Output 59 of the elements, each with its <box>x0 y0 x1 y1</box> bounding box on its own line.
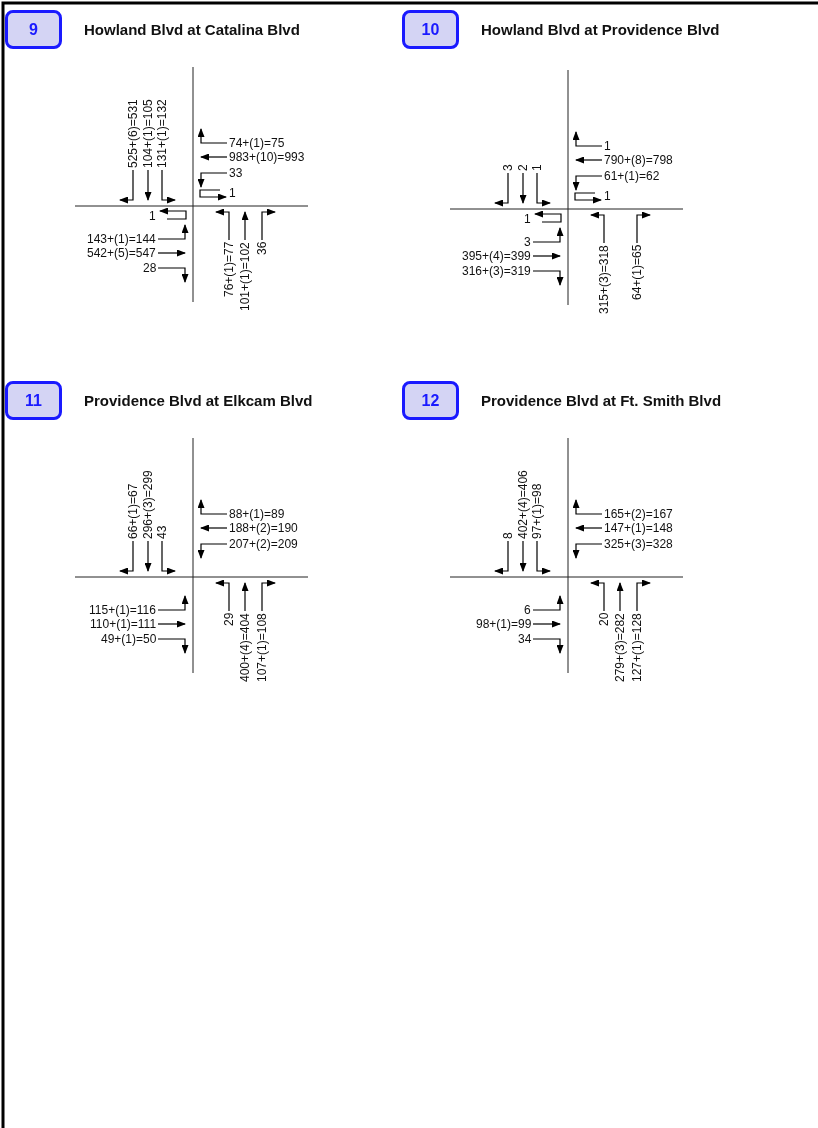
volume-count: 402+(4)=406 <box>516 470 530 539</box>
volume-count: 1 <box>524 212 531 226</box>
volume-count: 8 <box>501 532 515 539</box>
volume-count: 98+(1)=99 <box>476 617 532 631</box>
volume-count: 1 <box>604 139 611 153</box>
volume-count: 207+(2)=209 <box>229 537 298 551</box>
intersection-title: Providence Blvd at Ft. Smith Blvd <box>481 392 722 409</box>
volume-count: 110+(1)=111 <box>90 617 157 631</box>
volume-count: 790+(8)=798 <box>604 153 673 167</box>
intersection-number-badge: 11 <box>5 381 62 420</box>
volume-count: 66+(1)=67 <box>126 483 140 539</box>
volume-count: 315+(3)=318 <box>597 245 611 314</box>
volume-count: 542+(5)=547 <box>87 246 156 260</box>
volume-count: 188+(2)=190 <box>229 521 298 535</box>
volume-count: 104+(1)=105 <box>141 99 155 168</box>
volume-count: 115+(1)=116 <box>89 603 156 617</box>
volume-count: 127+(1)=128 <box>630 613 644 682</box>
volume-count: 76+(1)=77 <box>222 241 236 297</box>
volume-count: 3 <box>501 164 515 171</box>
volume-count: 34 <box>518 632 532 646</box>
volume-count: 3 <box>524 235 531 249</box>
volume-count: 279+(3)=282 <box>613 613 627 682</box>
volume-count: 2 <box>516 164 530 171</box>
intersection-title: Providence Blvd at Elkcam Blvd <box>84 392 313 409</box>
intersection-title: Howland Blvd at Catalina Blvd <box>84 21 300 38</box>
volume-count: 97+(1)=98 <box>530 483 544 539</box>
volume-count: 20 <box>597 612 611 626</box>
volume-count: 107+(1)=108 <box>255 613 269 682</box>
intersection-number-badge: 12 <box>402 381 459 420</box>
volume-count: 147+(1)=148 <box>604 521 673 535</box>
volume-count: 74+(1)=75 <box>229 136 285 150</box>
volume-count: 1 <box>530 164 544 171</box>
volume-count: 29 <box>222 612 236 626</box>
volume-count: 33 <box>229 166 243 180</box>
volume-count: 1 <box>229 186 236 200</box>
volume-count: 316+(3)=319 <box>462 264 531 278</box>
volume-count: 101+(1)=102 <box>238 242 252 311</box>
volume-count: 49+(1)=50 <box>101 632 157 646</box>
volume-count: 36 <box>255 241 269 255</box>
volume-count: 165+(2)=167 <box>604 507 673 521</box>
intersection-title: Howland Blvd at Providence Blvd <box>481 21 720 38</box>
volume-count: 983+(10)=993 <box>229 150 305 164</box>
volume-count: 325+(3)=328 <box>604 537 673 551</box>
volume-count: 296+(3)=299 <box>141 470 155 539</box>
volume-count: 1 <box>149 209 156 223</box>
volume-count: 88+(1)=89 <box>229 507 285 521</box>
volume-count: 43 <box>155 525 169 539</box>
volume-count: 6 <box>524 603 531 617</box>
volume-count: 1 <box>604 189 611 203</box>
volume-count: 61+(1)=62 <box>604 169 660 183</box>
volume-count: 143+(1)=144 <box>87 232 156 246</box>
volume-count: 64+(1)=65 <box>630 244 644 300</box>
volume-count: 400+(4)=404 <box>238 613 252 682</box>
volume-count: 395+(4)=399 <box>462 249 531 263</box>
volume-count: 28 <box>143 261 157 275</box>
volume-count: 525+(6)=531 <box>126 99 140 168</box>
intersection-number-badge: 10 <box>402 10 459 49</box>
intersection-number-badge: 9 <box>5 10 62 49</box>
volume-count: 131+(1)=132 <box>155 99 169 168</box>
